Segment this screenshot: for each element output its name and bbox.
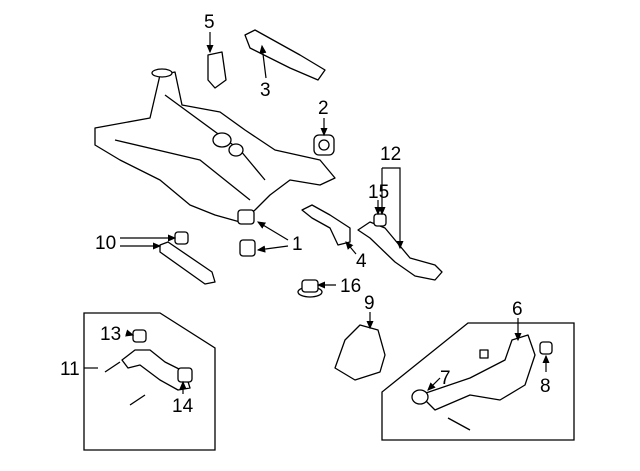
callout-13: 13: [100, 324, 121, 345]
callout-2: 2: [318, 98, 329, 119]
knuckle-6[interactable]: [411, 334, 553, 431]
bushing-15[interactable]: [373, 213, 387, 227]
brace-3[interactable]: [244, 29, 326, 81]
bushing-2[interactable]: [313, 134, 335, 156]
callout-9: 9: [364, 293, 375, 314]
callout-10: 10: [95, 233, 116, 254]
callout-3: 3: [260, 80, 271, 101]
callout-5: 5: [204, 12, 215, 33]
mount-16[interactable]: [297, 279, 323, 298]
callout-4: 4: [356, 251, 367, 272]
bushing-1[interactable]: [239, 239, 256, 257]
callout-11: 11: [60, 359, 80, 380]
rear-subframe[interactable]: [94, 68, 336, 225]
callout-7: 7: [440, 368, 451, 389]
bracket-9[interactable]: [334, 324, 386, 381]
callout-15: 15: [368, 182, 389, 203]
group-box-11: [83, 312, 216, 451]
bracket-5[interactable]: [207, 51, 227, 89]
link-10[interactable]: [159, 231, 216, 285]
callout-16: 16: [340, 276, 361, 297]
callout-1: 1: [292, 234, 303, 255]
trailing-link-11[interactable]: [104, 329, 193, 406]
callout-6: 6: [512, 299, 523, 320]
callout-8: 8: [540, 376, 551, 397]
bracket-4[interactable]: [301, 204, 351, 246]
callout-12: 12: [380, 144, 401, 165]
callout-14: 14: [172, 396, 194, 417]
